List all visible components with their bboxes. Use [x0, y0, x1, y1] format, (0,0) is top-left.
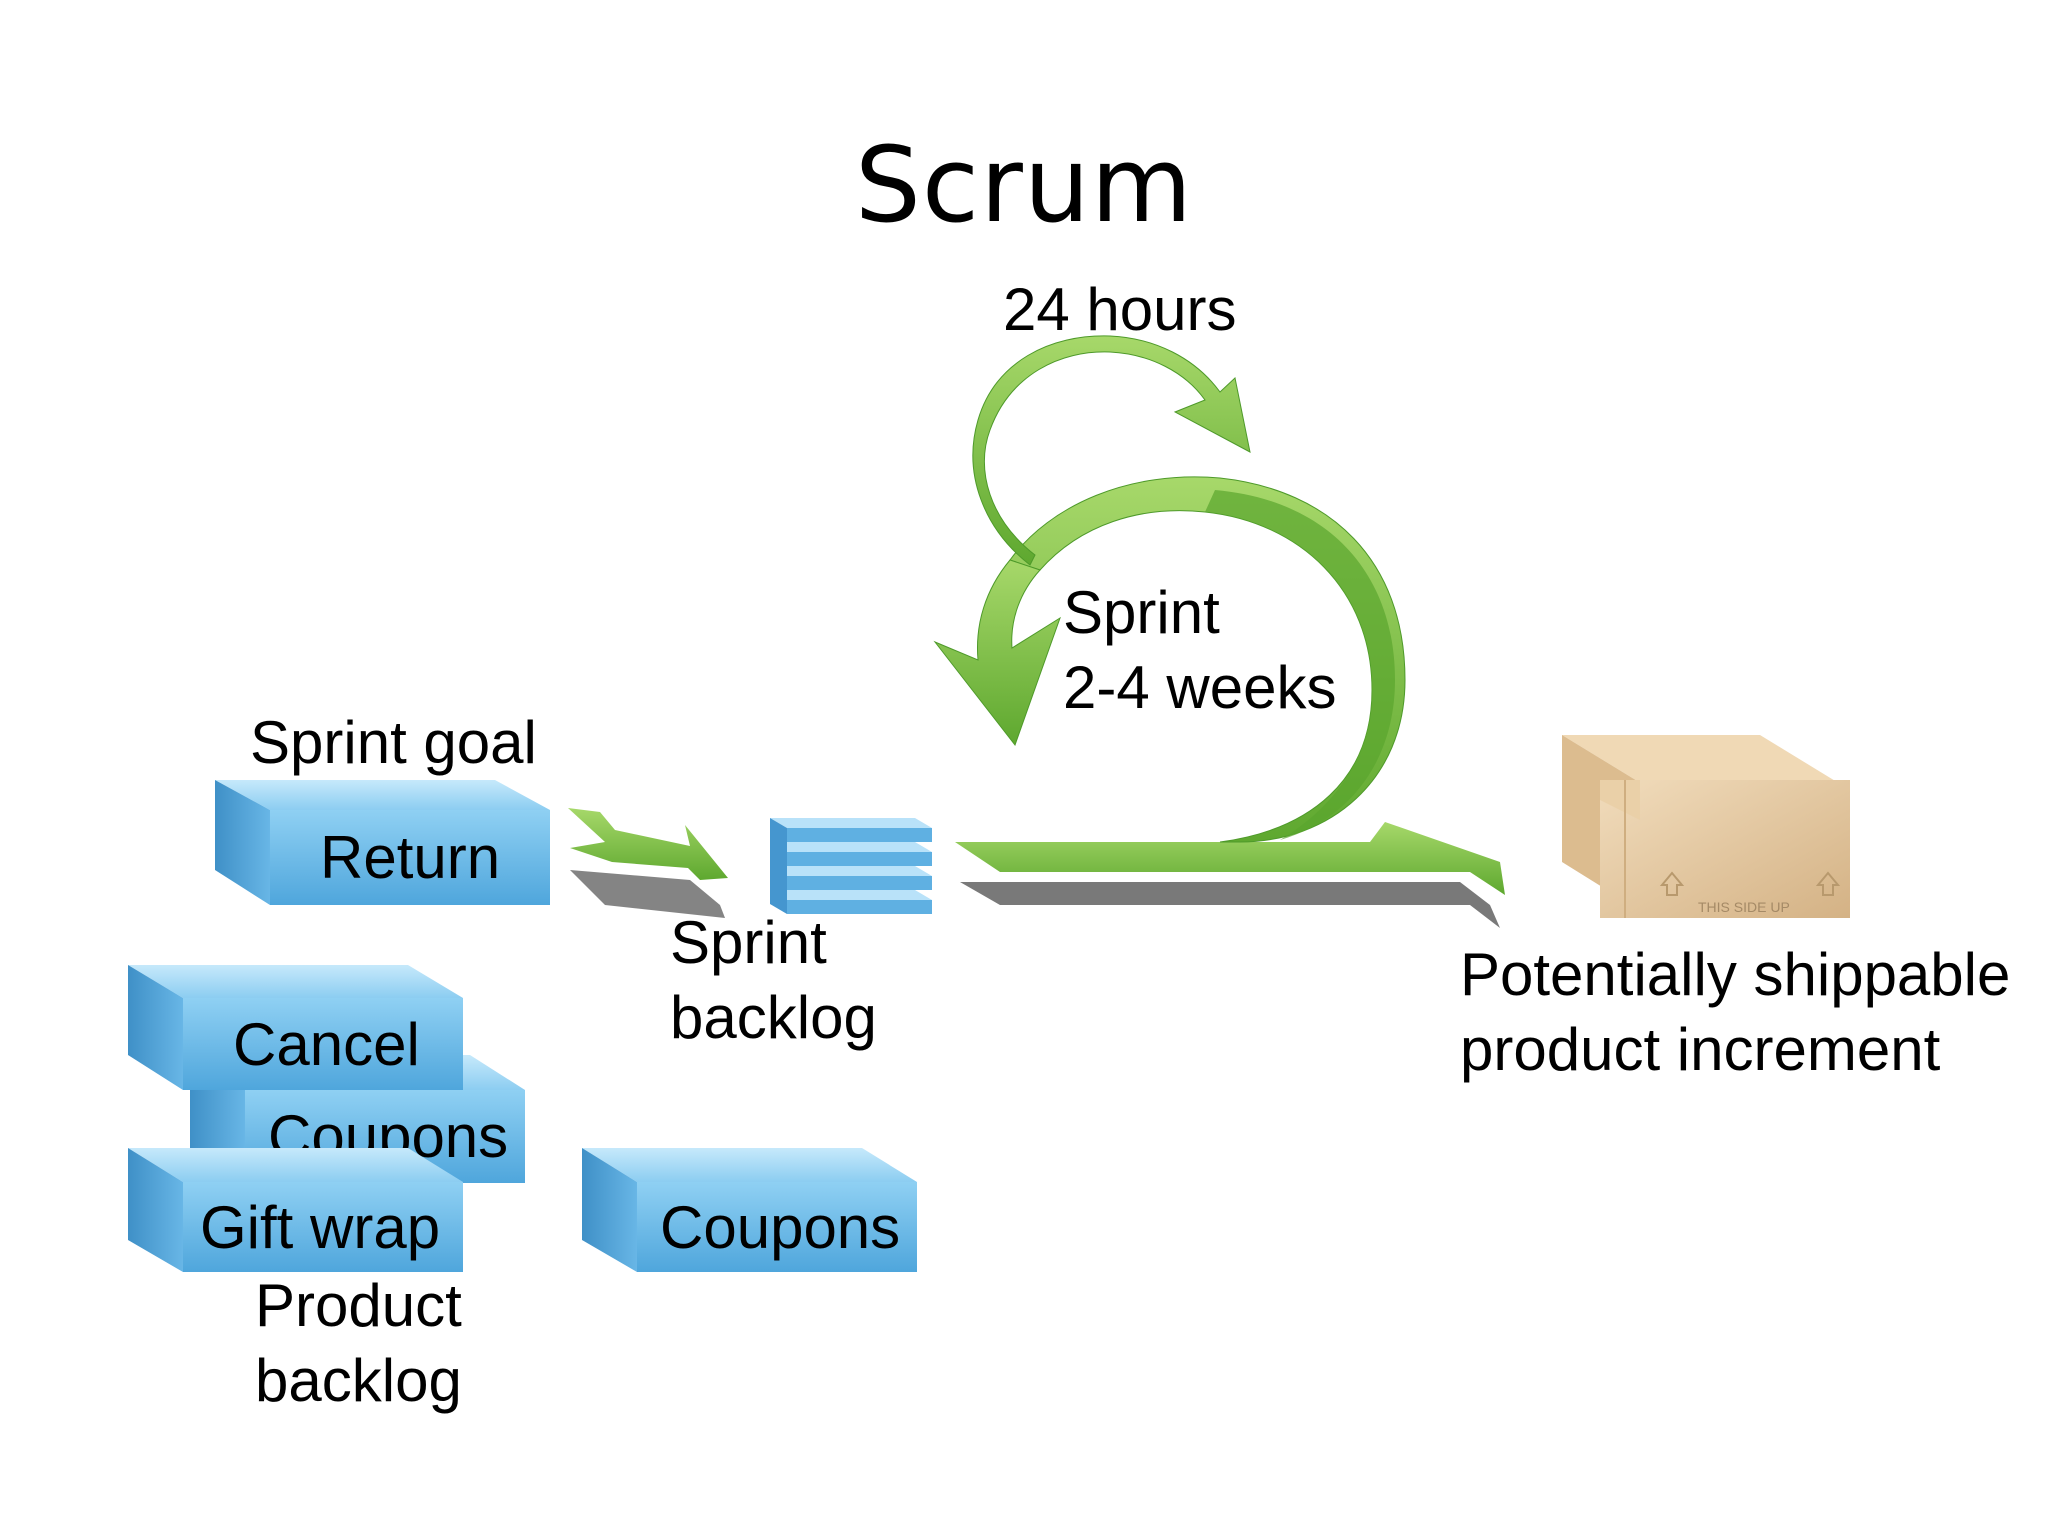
- product-backlog-block-cancel: Cancel: [128, 965, 463, 1090]
- daily-cycle-label: 24 hours: [1003, 272, 1237, 347]
- sprint-backlog-line1: Sprint: [670, 909, 827, 976]
- product-backlog-label: Product backlog: [255, 1268, 462, 1418]
- green-flow-arrow-icon: [568, 808, 728, 918]
- sprint-label-line1: Sprint: [1063, 579, 1220, 646]
- selected-backlog-block: Coupons: [582, 1148, 917, 1272]
- product-backlog-line1: Product: [255, 1272, 462, 1339]
- product-backlog-item-label: Gift wrap: [200, 1194, 440, 1261]
- box-marking-text: THIS SIDE UP: [1698, 899, 1790, 915]
- sprint-goal-block: Return: [215, 780, 550, 905]
- product-backlog-block-gift-wrap: Gift wrap: [128, 1148, 463, 1272]
- increment-line1: Potentially shippable: [1460, 941, 2011, 1008]
- daily-cycle-text: 24 hours: [1003, 276, 1237, 343]
- sprint-label-line2: 2-4 weeks: [1063, 654, 1337, 721]
- sprint-cycle-arrow-icon: [933, 476, 1505, 928]
- sprint-backlog-line2: backlog: [670, 984, 877, 1051]
- product-backlog-item-label: Cancel: [233, 1011, 420, 1078]
- selected-item-label: Coupons: [660, 1194, 900, 1261]
- daily-cycle-arrow-icon: [972, 335, 1251, 566]
- cardboard-box-icon: THIS SIDE UP: [1562, 735, 1850, 918]
- sprint-goal-label: Sprint goal: [250, 705, 537, 780]
- sprint-duration-label: Sprint 2-4 weeks: [1063, 575, 1336, 725]
- slide-title: Scrum: [854, 124, 1194, 246]
- sprint-goal-text: Sprint goal: [250, 709, 537, 776]
- sprint-goal-item-label: Return: [320, 824, 500, 891]
- increment-line2: product increment: [1460, 1016, 1941, 1083]
- product-backlog-line2: backlog: [255, 1347, 462, 1414]
- product-increment-label: Potentially shippable product increment: [1460, 937, 2010, 1087]
- sprint-backlog-label: Sprint backlog: [670, 905, 877, 1055]
- sprint-backlog-stack: [770, 818, 932, 914]
